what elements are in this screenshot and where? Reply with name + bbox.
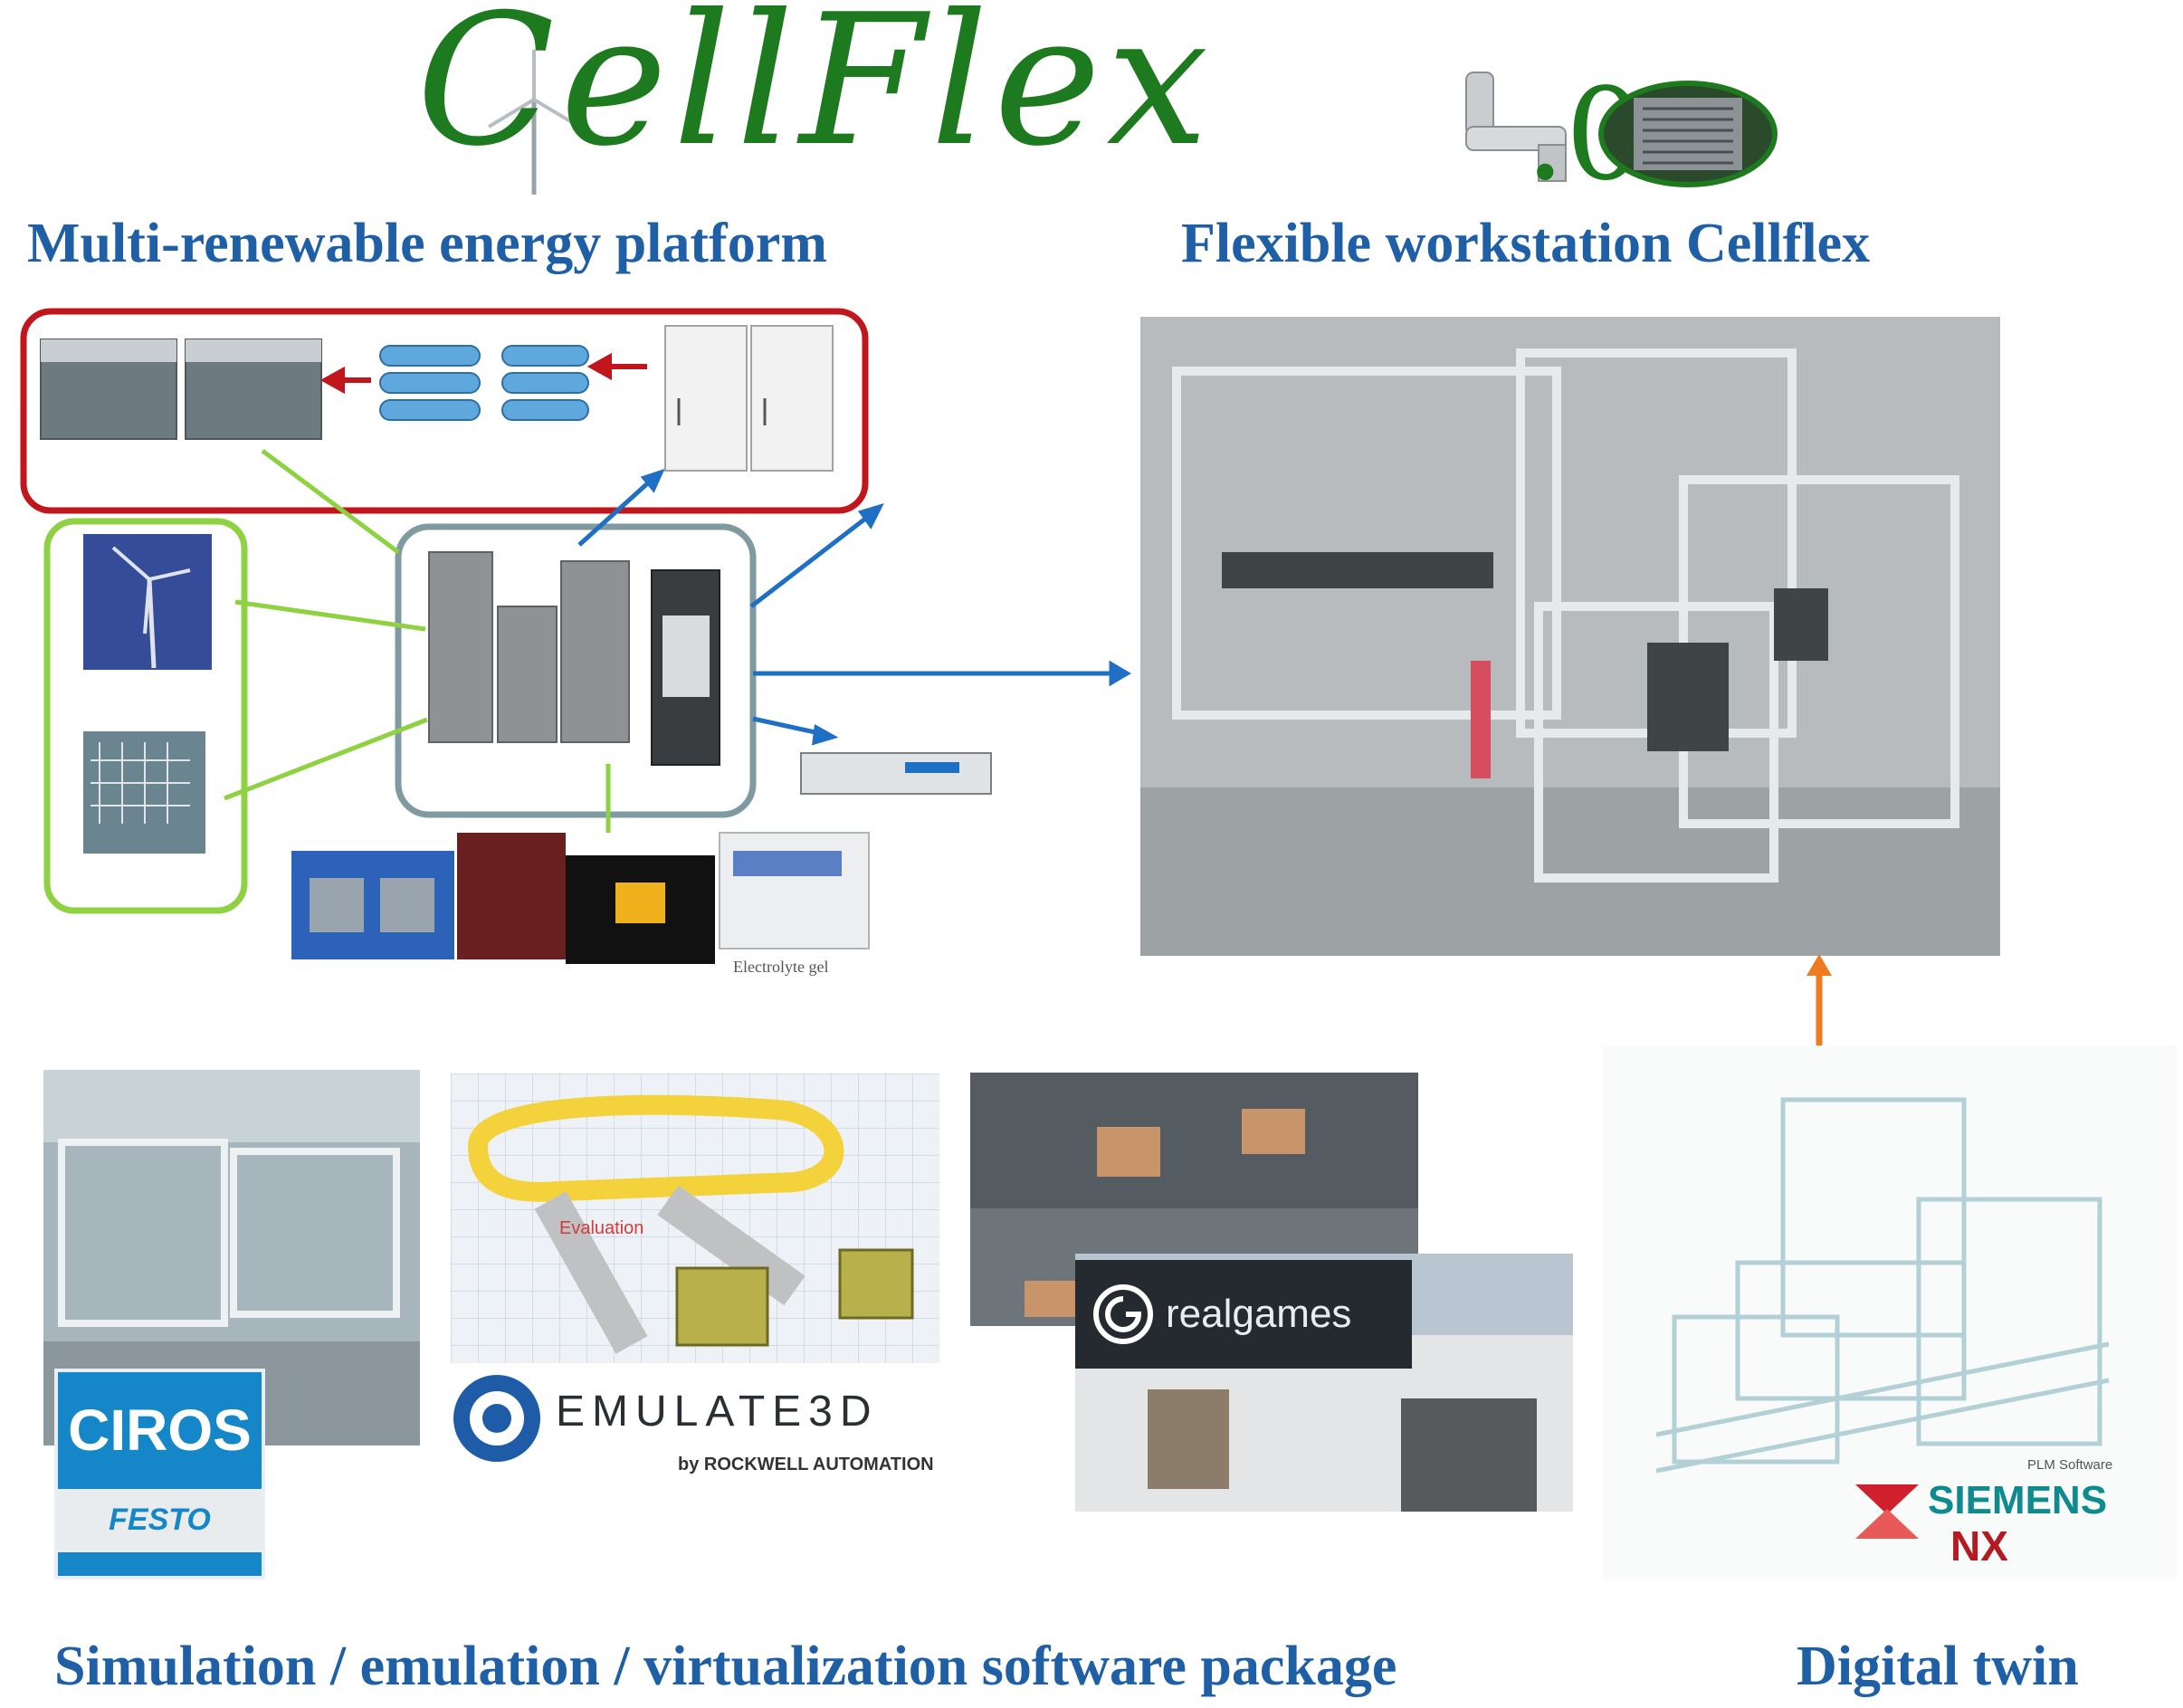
emulate3d-simulation-screenshot: Evaluation (451, 1073, 939, 1363)
green-connectors (224, 448, 611, 833)
battery-label: Electrolyte gel (733, 958, 829, 976)
battery-row (291, 832, 870, 964)
control-group-frame (395, 523, 757, 818)
emulate3d-logo: EMULATE3D by ROCKWELL AUTOMATION (447, 1369, 972, 1486)
realgames-logo: realgames (1075, 1260, 1412, 1369)
heading-flexible-workstation: Flexible workstation Cellflex (1181, 213, 1871, 274)
ciros-label: CIROS (68, 1397, 252, 1463)
fuel-cell-units (40, 339, 322, 440)
wind-turbine-icon (487, 50, 581, 195)
power-supply-unit (800, 752, 992, 795)
cellflex-logo: CellFlex .0 (398, 0, 1792, 208)
evaluation-watermark: Evaluation (559, 1218, 644, 1238)
logo-text: CellFlex (416, 0, 1215, 186)
nx-label: NX (1950, 1522, 2008, 1570)
storage-group-frame (20, 308, 869, 514)
realgames-label: realgames (1166, 1292, 1352, 1336)
rockwell-label: by ROCKWELL AUTOMATION (678, 1455, 934, 1474)
ciros-festo-logo: CIROS FESTO (54, 1369, 265, 1579)
renewable-sources-frame (43, 518, 248, 914)
heading-energy-platform: Multi-renewable energy platform (27, 213, 827, 274)
realgames-icon (1093, 1284, 1153, 1344)
robot-arm-icon (1465, 72, 1567, 182)
heading-software-package: Simulation / emulation / virtualization … (54, 1636, 1397, 1697)
cellflex-workstation-photo (1140, 317, 2000, 956)
emulate3d-gear-icon (453, 1375, 540, 1462)
emulate3d-label: EMULATE3D (556, 1388, 879, 1436)
heading-digital-twin: Digital twin (1797, 1636, 2079, 1697)
digital-twin-model: PLM Software SIEMENS NX (1602, 1045, 2177, 1579)
siemens-label: SIEMENS (1928, 1478, 2108, 1522)
festo-label: FESTO (58, 1488, 262, 1552)
electrolyzer-units (664, 325, 834, 472)
siemens-nx-icon (1855, 1484, 1919, 1539)
red-arrows (319, 352, 647, 395)
machine-oval-icon (1598, 81, 1778, 187)
controller-cabinets (428, 551, 720, 766)
energy-platform-diagram (20, 308, 1131, 964)
plm-software-label: PLM Software (2027, 1457, 2113, 1473)
hydrogen-tanks (379, 345, 589, 421)
blue-arrows (577, 468, 1131, 746)
